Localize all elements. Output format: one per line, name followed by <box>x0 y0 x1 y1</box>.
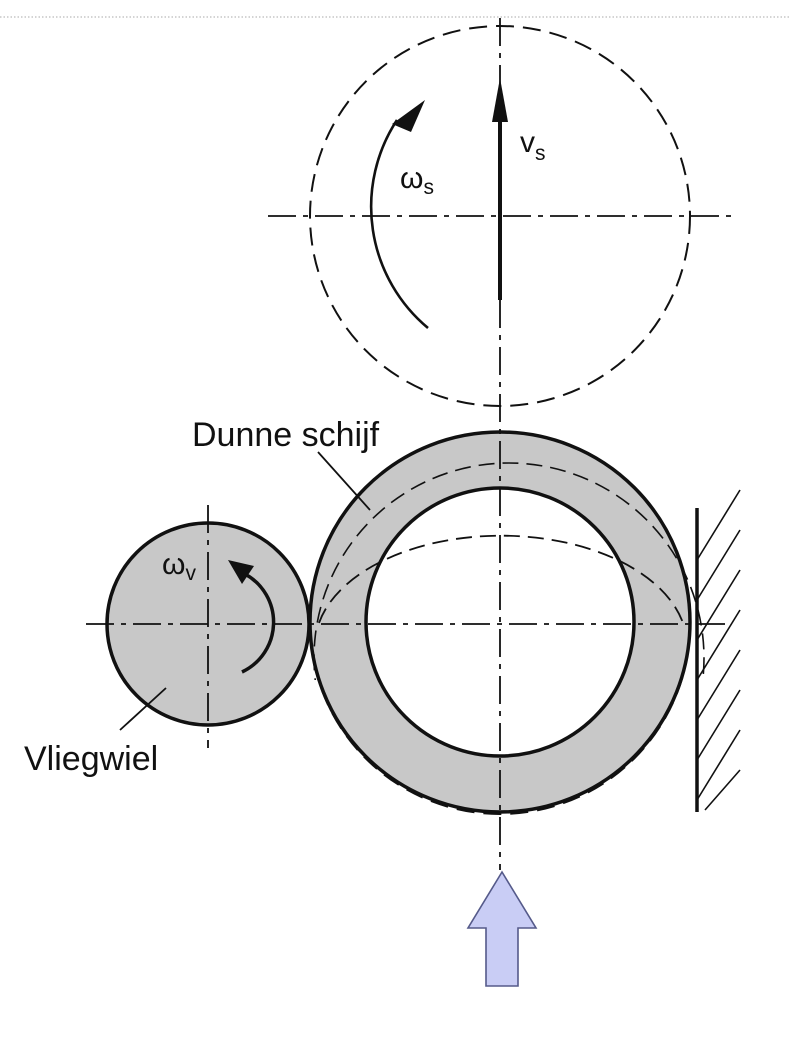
flywheel-leader-line <box>119 687 167 731</box>
omega-v-subscript: v <box>185 562 196 585</box>
flywheel-label: Vliegwiel <box>24 740 158 778</box>
omega-v-label: ωv <box>162 548 196 585</box>
push-arrow <box>466 870 538 987</box>
velocity-arrow-head <box>492 78 508 122</box>
v-s-label: vs <box>520 126 546 165</box>
v-s-symbol: v <box>520 126 535 159</box>
disk-label: Dunne schijf <box>192 416 380 454</box>
omega-s-symbol: ω <box>400 162 423 195</box>
omega-v-arrow-head <box>228 560 254 584</box>
omega-v-arc <box>241 572 276 674</box>
wall-hatching <box>696 489 741 811</box>
inner-dashed-circle <box>318 534 684 624</box>
offset-dashed-circle <box>313 462 705 680</box>
omega-v-symbol: ω <box>162 548 185 581</box>
omega-s-arrow-head <box>392 100 425 132</box>
omega-s-label: ωs <box>400 162 434 199</box>
v-s-subscript: s <box>535 142 546 165</box>
disk-leader-line <box>317 451 371 511</box>
omega-s-subscript: s <box>423 176 434 199</box>
omega-s-arc <box>369 119 429 329</box>
